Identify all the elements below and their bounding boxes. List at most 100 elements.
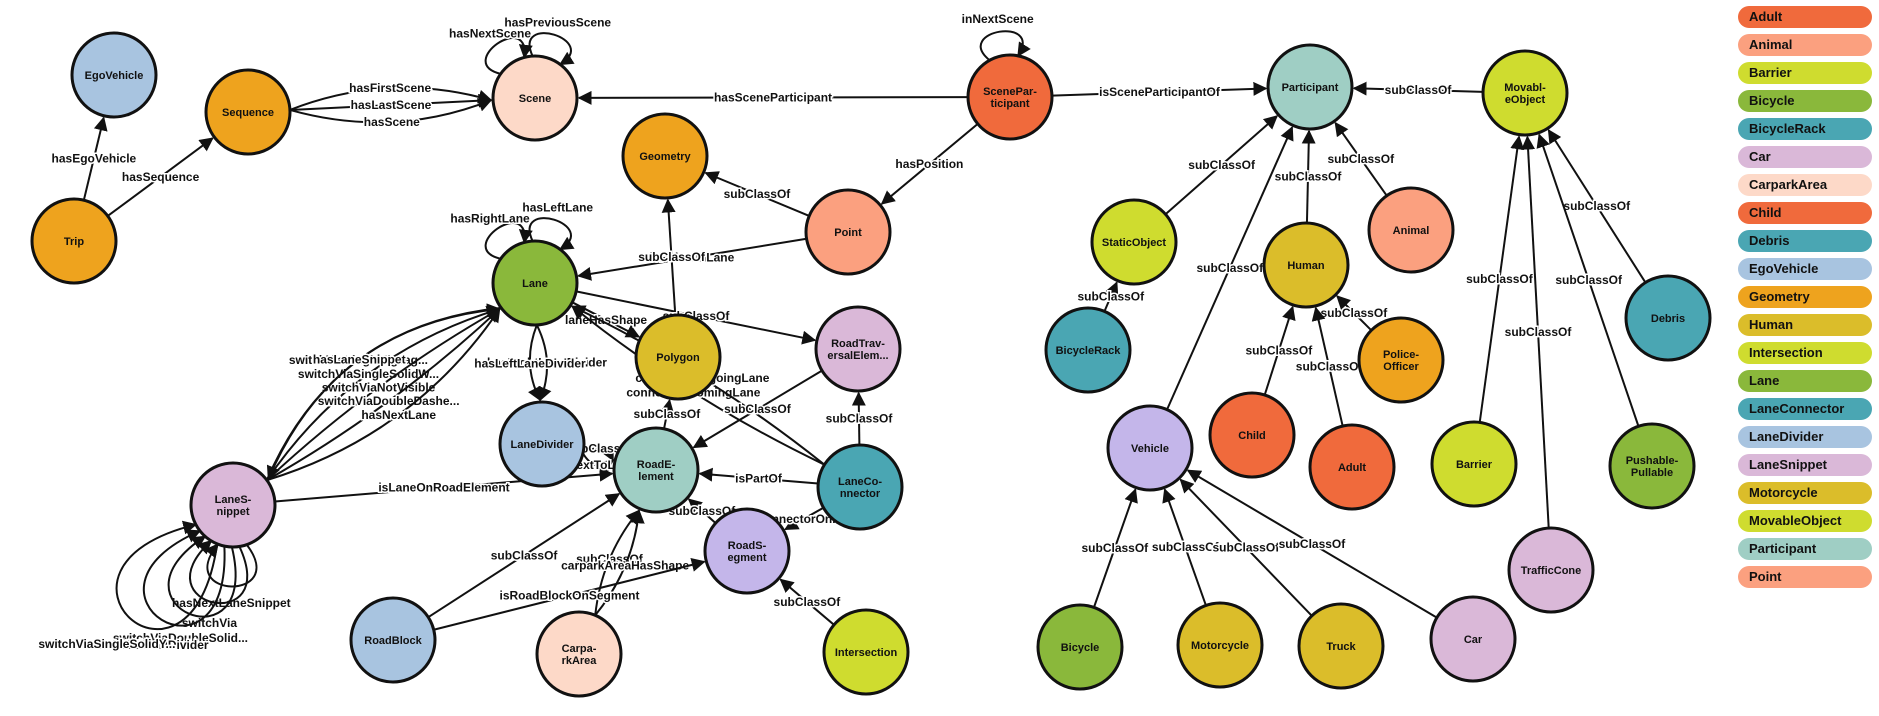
node-adult[interactable]: Adult — [1308, 423, 1396, 511]
node-circle[interactable] — [1507, 526, 1595, 614]
node-laneconnector[interactable]: LaneCo-nnector — [816, 443, 904, 531]
node-intersection[interactable]: Intersection — [822, 608, 910, 696]
node-circle[interactable] — [804, 188, 892, 276]
node-label: BicycleRack — [1056, 345, 1122, 357]
node-label: Sequence — [222, 107, 274, 119]
legend-item-lanedivider: LaneDivider — [1738, 426, 1872, 448]
node-circle[interactable] — [634, 313, 722, 401]
node-policeofficer[interactable]: Police-Officer — [1357, 316, 1445, 404]
node-label: nippet — [217, 506, 250, 518]
node-vehicle[interactable]: Vehicle — [1106, 404, 1194, 492]
node-polygon[interactable]: Polygon — [634, 313, 722, 401]
node-label: Officer — [1383, 361, 1419, 373]
node-scene[interactable]: Scene — [491, 54, 579, 142]
node-carparkarea[interactable]: Carpa-rkArea — [535, 610, 623, 698]
edge-label: hasNextLaneSnippet — [172, 596, 291, 610]
node-circle[interactable] — [816, 443, 904, 531]
node-debris[interactable]: Debris — [1624, 274, 1712, 362]
node-circle[interactable] — [814, 305, 902, 393]
node-egovehicle[interactable]: EgoVehicle — [70, 31, 158, 119]
node-circle[interactable] — [204, 68, 292, 156]
legend-item-geometry: Geometry — [1738, 286, 1872, 308]
node-circle[interactable] — [1297, 602, 1385, 690]
node-bicycle[interactable]: Bicycle — [1036, 603, 1124, 691]
node-staticobject[interactable]: StaticObject — [1090, 198, 1178, 286]
node-roadblock[interactable]: RoadBlock — [349, 596, 437, 684]
node-circle[interactable] — [621, 112, 709, 200]
node-circle[interactable] — [1090, 198, 1178, 286]
node-circle[interactable] — [1608, 422, 1696, 510]
node-pushablepullable[interactable]: Pushable-Pullable — [1608, 422, 1696, 510]
node-truck[interactable]: Truck — [1297, 602, 1385, 690]
node-human[interactable]: Human — [1262, 221, 1350, 309]
edge-label: subClassOf — [1152, 540, 1220, 554]
edge-scenepart-issceneparticipantof-participant — [1051, 81, 1268, 97]
edge-label: hasPreviousScene — [504, 16, 611, 30]
node-circle[interactable] — [30, 197, 118, 285]
node-label: ScenePar- — [983, 86, 1037, 98]
edge-movableobject-subclassof-participant — [1352, 81, 1484, 96]
node-sequence[interactable]: Sequence — [204, 68, 292, 156]
edge-carparkarea-carparkareahasshape-roadelement — [594, 509, 645, 616]
edge-lanesnippet-switchviadoubledashe-lane — [266, 308, 501, 481]
node-lane[interactable]: Lane — [491, 239, 579, 327]
node-label: Car — [1464, 634, 1483, 646]
node-circle[interactable] — [1208, 391, 1296, 479]
node-circle[interactable] — [491, 54, 579, 142]
node-roadtraversal[interactable]: RoadTrav-ersalElem... — [814, 305, 902, 393]
node-circle[interactable] — [535, 610, 623, 698]
node-movableobject[interactable]: Movabl-eObject — [1481, 49, 1569, 137]
node-point[interactable]: Point — [804, 188, 892, 276]
node-label: Bicycle — [1061, 642, 1100, 654]
legend-item-movableobject: MovableObject — [1738, 510, 1872, 532]
node-lanesnippet[interactable]: LaneS-nippet — [189, 461, 277, 549]
edge-label-halo: hasEgoVehicle — [52, 151, 137, 165]
node-motorcycle[interactable]: Motorcycle — [1176, 601, 1264, 689]
node-circle[interactable] — [612, 426, 700, 514]
node-label: Truck — [1326, 641, 1356, 653]
node-circle[interactable] — [1266, 43, 1354, 131]
node-roadsegment[interactable]: RoadS-egment — [703, 507, 791, 595]
node-trafficcone[interactable]: TrafficCone — [1507, 526, 1595, 614]
node-scenepart[interactable]: ScenePar-ticipant — [966, 53, 1054, 141]
node-car[interactable]: Car — [1429, 595, 1517, 683]
edge-scenepart-hasposition-point — [880, 123, 979, 205]
node-barrier[interactable]: Barrier — [1430, 420, 1518, 508]
edge-label-halo: hasRightLaneDivider — [487, 356, 607, 370]
node-circle[interactable] — [1308, 423, 1396, 511]
node-circle[interactable] — [1367, 186, 1455, 274]
node-circle[interactable] — [822, 608, 910, 696]
node-animal[interactable]: Animal — [1367, 186, 1455, 274]
node-circle[interactable] — [70, 31, 158, 119]
node-circle[interactable] — [1262, 221, 1350, 309]
node-circle[interactable] — [1429, 595, 1517, 683]
node-trip[interactable]: Trip — [30, 197, 118, 285]
node-roadelement[interactable]: RoadE-lement — [612, 426, 700, 514]
node-circle[interactable] — [349, 596, 437, 684]
node-lanedivider[interactable]: LaneDivider — [498, 400, 586, 488]
edge-label-halo: subClassOf — [1246, 343, 1314, 357]
edge-label: isRoadBlockOnSegment — [499, 589, 639, 603]
node-circle[interactable] — [703, 507, 791, 595]
node-geometry[interactable]: Geometry — [621, 112, 709, 200]
node-participant[interactable]: Participant — [1266, 43, 1354, 131]
node-circle[interactable] — [1624, 274, 1712, 362]
legend-item-laneconnector: LaneConnector — [1738, 398, 1872, 420]
node-circle[interactable] — [1106, 404, 1194, 492]
edge-label: subClassOf — [774, 595, 842, 609]
node-circle[interactable] — [966, 53, 1054, 141]
edge-label: subClassOf — [1196, 261, 1264, 275]
node-circle[interactable] — [1430, 420, 1518, 508]
node-circle[interactable] — [1481, 49, 1569, 137]
node-circle[interactable] — [498, 400, 586, 488]
node-circle[interactable] — [1036, 603, 1124, 691]
node-circle[interactable] — [189, 461, 277, 549]
node-bicyclerack[interactable]: BicycleRack — [1044, 306, 1132, 394]
node-circle[interactable] — [1357, 316, 1445, 404]
node-circle[interactable] — [491, 239, 579, 327]
node-circle[interactable] — [1176, 601, 1264, 689]
edge-laneconnector-isconnectoronroad-roadsegment — [784, 506, 824, 531]
edge-label-halo: subClassOf — [634, 407, 702, 421]
node-child[interactable]: Child — [1208, 391, 1296, 479]
node-circle[interactable] — [1044, 306, 1132, 394]
